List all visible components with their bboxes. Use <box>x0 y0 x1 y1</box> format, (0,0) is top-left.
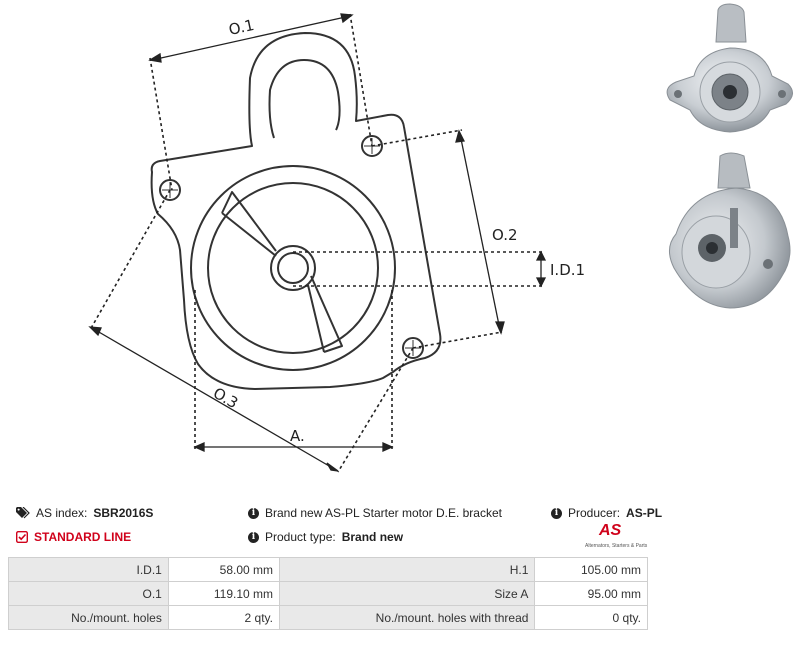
label-id1: I.D.1 <box>550 261 585 279</box>
mount-hole-right <box>402 337 424 359</box>
as-index-value: SBR2016S <box>93 506 154 520</box>
sector-cutout <box>221 191 343 353</box>
hub-outer <box>270 245 316 291</box>
mount-hole-top <box>361 135 383 157</box>
bracket-technical-drawing: O.1 O.2 I.D.1 O.3 A. <box>88 13 585 473</box>
spec-label: I.D.1 <box>8 557 169 582</box>
label-a: A. <box>290 427 305 445</box>
spec-value: 58.00 mm <box>167 557 281 582</box>
spec-value: 95.00 mm <box>534 581 648 606</box>
spec-label: No./mount. holes with thread <box>278 605 536 630</box>
spec-value: 2 qty. <box>167 605 281 630</box>
spec-label: No./mount. holes <box>8 605 169 630</box>
bore-outer-circle <box>190 165 396 371</box>
description-text: Brand new AS-PL Starter motor D.E. brack… <box>265 506 502 520</box>
info-icon: i <box>551 507 562 519</box>
mount-hole-left <box>159 179 181 201</box>
standard-line-label: STANDARD LINE <box>34 530 132 544</box>
producer: i Producer: AS-PL <box>551 506 662 520</box>
spec-label: H.1 <box>278 557 536 582</box>
spec-value: 119.10 mm <box>167 581 281 606</box>
label-o1: O.1 <box>227 16 256 39</box>
spec-label: Size A <box>278 581 536 606</box>
label-o3: O.3 <box>210 384 241 412</box>
info-icon: i <box>248 531 259 543</box>
bracket-outline <box>150 32 442 390</box>
bracket-ear-inner <box>268 59 341 139</box>
producer-value: AS-PL <box>626 506 663 520</box>
as-index: AS index: SBR2016S <box>16 506 153 520</box>
info-icon: i <box>248 507 259 519</box>
hub-inner <box>277 252 309 284</box>
starter-bracket-top-view-photo <box>666 3 793 133</box>
logo-tagline: Alternators, Starters & Parts <box>585 543 648 549</box>
as-pl-logo: AS Alternators, Starters & Parts <box>585 522 651 554</box>
spec-value: 105.00 mm <box>534 557 648 582</box>
product-description: i Brand new AS-PL Starter motor D.E. bra… <box>248 506 502 520</box>
product-type-value: Brand new <box>341 530 404 544</box>
as-index-label: AS index: <box>36 506 88 520</box>
standard-line-badge: STANDARD LINE <box>16 530 131 544</box>
logo-mark: AS <box>599 522 622 539</box>
spec-label: O.1 <box>8 581 169 606</box>
starter-bracket-side-view-photo <box>669 152 791 309</box>
product-type-label: Product type: <box>265 530 336 544</box>
label-o2: O.2 <box>492 226 518 244</box>
producer-label: Producer: <box>568 506 621 520</box>
bore-inner-circle <box>207 182 379 354</box>
check-square-icon <box>16 531 28 543</box>
tags-icon <box>16 507 30 519</box>
product-type: i Product type: Brand new <box>248 530 403 544</box>
spec-value: 0 qty. <box>534 605 648 630</box>
